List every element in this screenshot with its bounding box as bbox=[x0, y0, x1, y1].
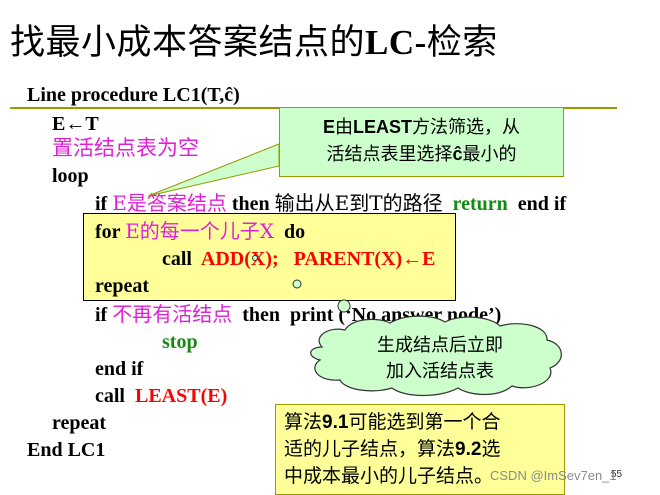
least-callout: E由LEAST方法筛选，从 活结点表里选择ĉ最小的 bbox=[279, 107, 564, 177]
code-line-end: End LC1 bbox=[27, 439, 106, 461]
note-line1: 算法9.1可能选到第一个合 bbox=[284, 411, 501, 433]
least-callout-line2: 活结点表里选择ĉ最小的 bbox=[326, 144, 517, 165]
algorithm-note: 算法9.1可能选到第一个合 适的儿子结点，算法9.2选 中成本最小的儿子结点。 bbox=[275, 404, 565, 495]
cloud-line1: 生成结点后立即 bbox=[377, 335, 503, 356]
page-number: 55 bbox=[611, 469, 623, 480]
slide-title: 找最小成本答案结点的LC-检索 bbox=[10, 23, 498, 63]
for-loop-highlight bbox=[83, 213, 456, 301]
code-line-assign: E←T bbox=[52, 113, 99, 135]
code-line-repeat-outer: repeat bbox=[52, 412, 107, 434]
code-line-if-answer: if E是答案结点 then 输出从E到T的路径 return end if bbox=[95, 191, 567, 215]
least-callout-line1: E由LEAST方法筛选，从 bbox=[322, 117, 521, 138]
code-line-stop: stop bbox=[162, 331, 198, 353]
code-line-loop: loop bbox=[52, 165, 89, 187]
note-line3: 中成本最小的儿子结点。 bbox=[284, 465, 494, 487]
code-line-for: for E的每一个儿子X do bbox=[95, 219, 306, 243]
cloud-shape bbox=[310, 315, 562, 397]
procedure-header: Line procedure LC1(T,ĉ) bbox=[27, 84, 240, 106]
note-line2: 适的儿子结点，算法9.2选 bbox=[284, 438, 501, 460]
code-line-call-add: call ADD(X); PARENT(X)←E bbox=[162, 248, 436, 270]
callout-pointer bbox=[147, 143, 280, 197]
code-line-call-least: call LEAST(E) bbox=[95, 385, 228, 407]
code-line-endif: end if bbox=[95, 358, 144, 380]
watermark: CSDN @ImSev7en_1 bbox=[490, 468, 617, 483]
thought-bubble-medium bbox=[292, 279, 302, 289]
cloud-line2: 加入活结点表 bbox=[386, 361, 494, 382]
cloud-callout-text: 生成结点后立即 加入活结点表 bbox=[340, 333, 540, 385]
thought-bubble-small bbox=[252, 255, 258, 261]
code-line-init: 置活结点表为空 bbox=[52, 136, 199, 160]
thought-bubble-large bbox=[337, 299, 351, 313]
code-line-repeat-inner: repeat bbox=[95, 275, 150, 297]
